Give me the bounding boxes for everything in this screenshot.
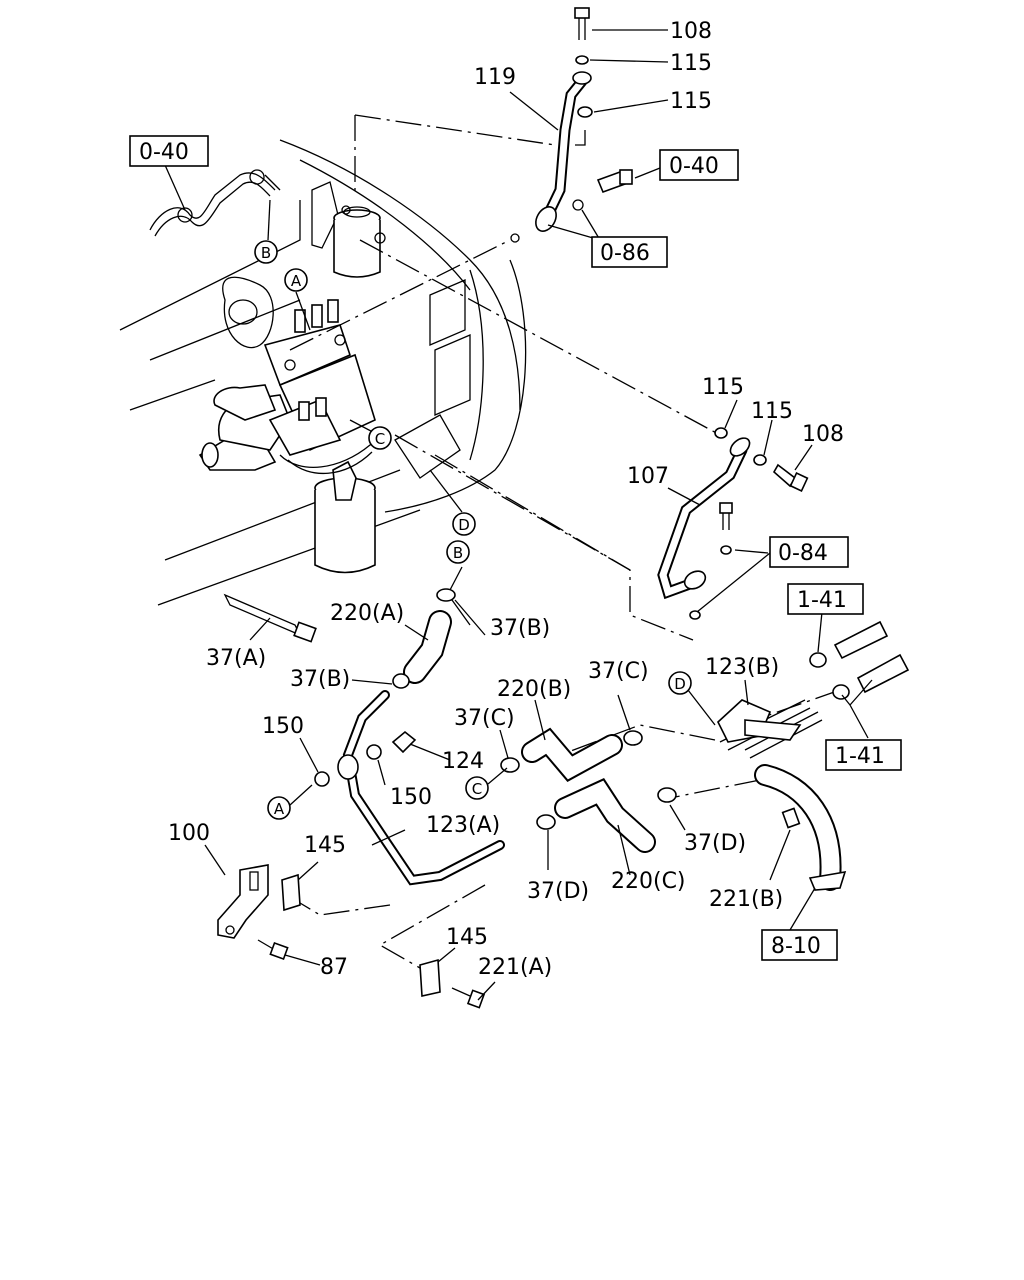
label-115-b: 115 <box>670 89 712 114</box>
ref-box-8-10 <box>761 929 838 961</box>
label-87: 87 <box>320 955 348 980</box>
ref-box-0-86 <box>591 236 668 268</box>
label-220b: 220(B) <box>497 677 571 702</box>
label-37d-2: 37(D) <box>527 879 589 904</box>
callout-a-top: A <box>284 268 308 292</box>
svg-text:D: D <box>674 675 686 693</box>
label-123a: 123(A) <box>426 813 500 838</box>
label-108-right: 108 <box>802 422 844 447</box>
label-115-c: 115 <box>702 375 744 400</box>
label-37b-1: 37(B) <box>490 616 550 641</box>
small-parts <box>217 7 850 1009</box>
reference-boxes: 0-40 0-40 0-86 0-84 1-41 1-41 8-10 <box>129 135 902 961</box>
ref-box-0-84 <box>769 536 849 568</box>
callout-d-mid: D <box>668 671 692 695</box>
label-100: 100 <box>168 821 210 846</box>
label-107: 107 <box>627 464 669 489</box>
label-221a: 221(A) <box>478 955 552 980</box>
svg-text:B: B <box>453 544 463 562</box>
ref-0-40-left: 0-40 <box>139 140 189 165</box>
label-119: 119 <box>474 65 516 90</box>
label-37d-1: 37(D) <box>684 831 746 856</box>
dash-leaders <box>289 114 841 969</box>
svg-text:D: D <box>458 516 470 534</box>
label-220a: 220(A) <box>330 601 404 626</box>
label-124: 124 <box>442 749 484 774</box>
svg-text:A: A <box>274 800 285 818</box>
ref-box-0-40-right <box>659 149 739 181</box>
ref-box-0-40-left <box>129 135 209 167</box>
ref-1-41-top: 1-41 <box>797 588 847 613</box>
label-145-2: 145 <box>446 925 488 950</box>
ref-1-41-bottom: 1-41 <box>835 744 885 769</box>
label-108-top: 108 <box>670 19 712 44</box>
callout-b-top: B <box>254 240 278 264</box>
label-37c-1: 37(C) <box>588 659 649 684</box>
ref-box-1-41-top <box>787 583 864 615</box>
label-150-1: 150 <box>262 714 304 739</box>
ref-0-40-right: 0-40 <box>669 154 719 179</box>
ref-box-1-41-bottom <box>825 739 902 771</box>
callout-a-bottom: A <box>267 796 291 820</box>
label-220c: 220(C) <box>611 869 686 894</box>
svg-text:C: C <box>375 430 385 448</box>
label-115-d: 115 <box>751 399 793 424</box>
label-37a: 37(A) <box>206 646 266 671</box>
callout-letters: A B C D B D C A <box>254 240 692 820</box>
label-145-1: 145 <box>304 833 346 858</box>
callout-c-mid: C <box>465 776 489 800</box>
label-150-2: 150 <box>390 785 432 810</box>
part-labels: 108 115 119 115 115 115 108 107 220(A) 3… <box>168 19 844 980</box>
label-leaders <box>164 29 873 1001</box>
label-221b: 221(B) <box>709 887 783 912</box>
label-37c-2: 37(C) <box>454 706 515 731</box>
callout-b-mid: B <box>446 540 470 564</box>
callout-d-top: D <box>452 512 476 536</box>
callout-c-top: C <box>368 426 392 450</box>
label-37b-2: 37(B) <box>290 667 350 692</box>
engine-block <box>119 139 527 606</box>
ref-0-86: 0-86 <box>600 241 650 266</box>
ref-0-84: 0-84 <box>778 541 828 566</box>
svg-text:B: B <box>261 244 271 262</box>
svg-text:A: A <box>291 272 302 290</box>
label-123b: 123(B) <box>705 655 779 680</box>
label-115-a: 115 <box>670 51 712 76</box>
svg-text:C: C <box>472 780 482 798</box>
ref-8-10: 8-10 <box>771 934 821 959</box>
pipes <box>223 71 910 891</box>
